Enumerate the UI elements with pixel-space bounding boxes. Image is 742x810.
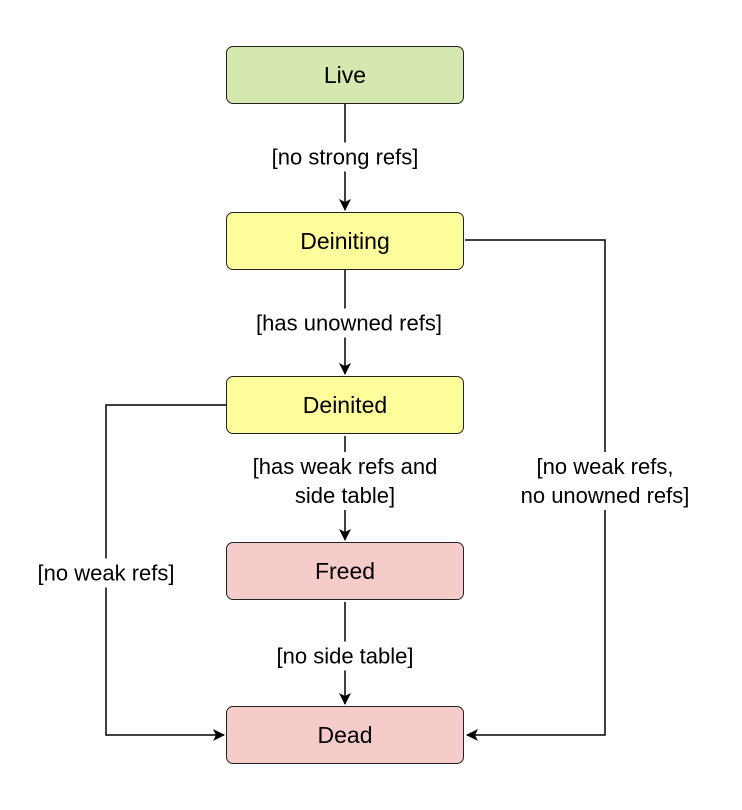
- edge-label-line-1: [has weak refs and: [252, 454, 438, 479]
- edge-label-text: [no side table]: [276, 643, 414, 669]
- edge-label-no-strong-refs: [no strong refs]: [269, 142, 421, 172]
- node-freed-label: Freed: [314, 557, 376, 584]
- edge-label-line-1: [no weak refs,: [536, 454, 674, 479]
- node-freed: Freed: [226, 542, 464, 600]
- edge-label-has-weak-refs: [has weak refs and side table]: [250, 452, 440, 510]
- node-deinited: Deinited: [226, 376, 464, 434]
- node-live-label: Live: [323, 61, 367, 88]
- edge-label-line-2: no unowned refs]: [520, 483, 690, 508]
- node-deiniting-label: Deiniting: [300, 227, 390, 254]
- node-deiniting: Deiniting: [226, 212, 464, 270]
- node-dead-label: Dead: [317, 721, 373, 748]
- edge-label-no-weak-no-unowned: [no weak refs, no unowned refs]: [518, 452, 692, 510]
- edge-label-text: [no weak refs]: [37, 560, 175, 586]
- edge-label-no-weak-refs: [no weak refs]: [35, 558, 177, 588]
- edge-label-no-side-table: [no side table]: [274, 641, 416, 671]
- edge-label-has-unowned-refs: [has unowned refs]: [254, 308, 444, 338]
- edge-label-line-2: side table]: [294, 483, 396, 508]
- edge-label-text: [has unowned refs]: [256, 310, 442, 336]
- node-dead: Dead: [226, 706, 464, 764]
- node-live: Live: [226, 46, 464, 104]
- edge-label-text: [no strong refs]: [271, 144, 419, 170]
- node-deinited-label: Deinited: [302, 391, 388, 418]
